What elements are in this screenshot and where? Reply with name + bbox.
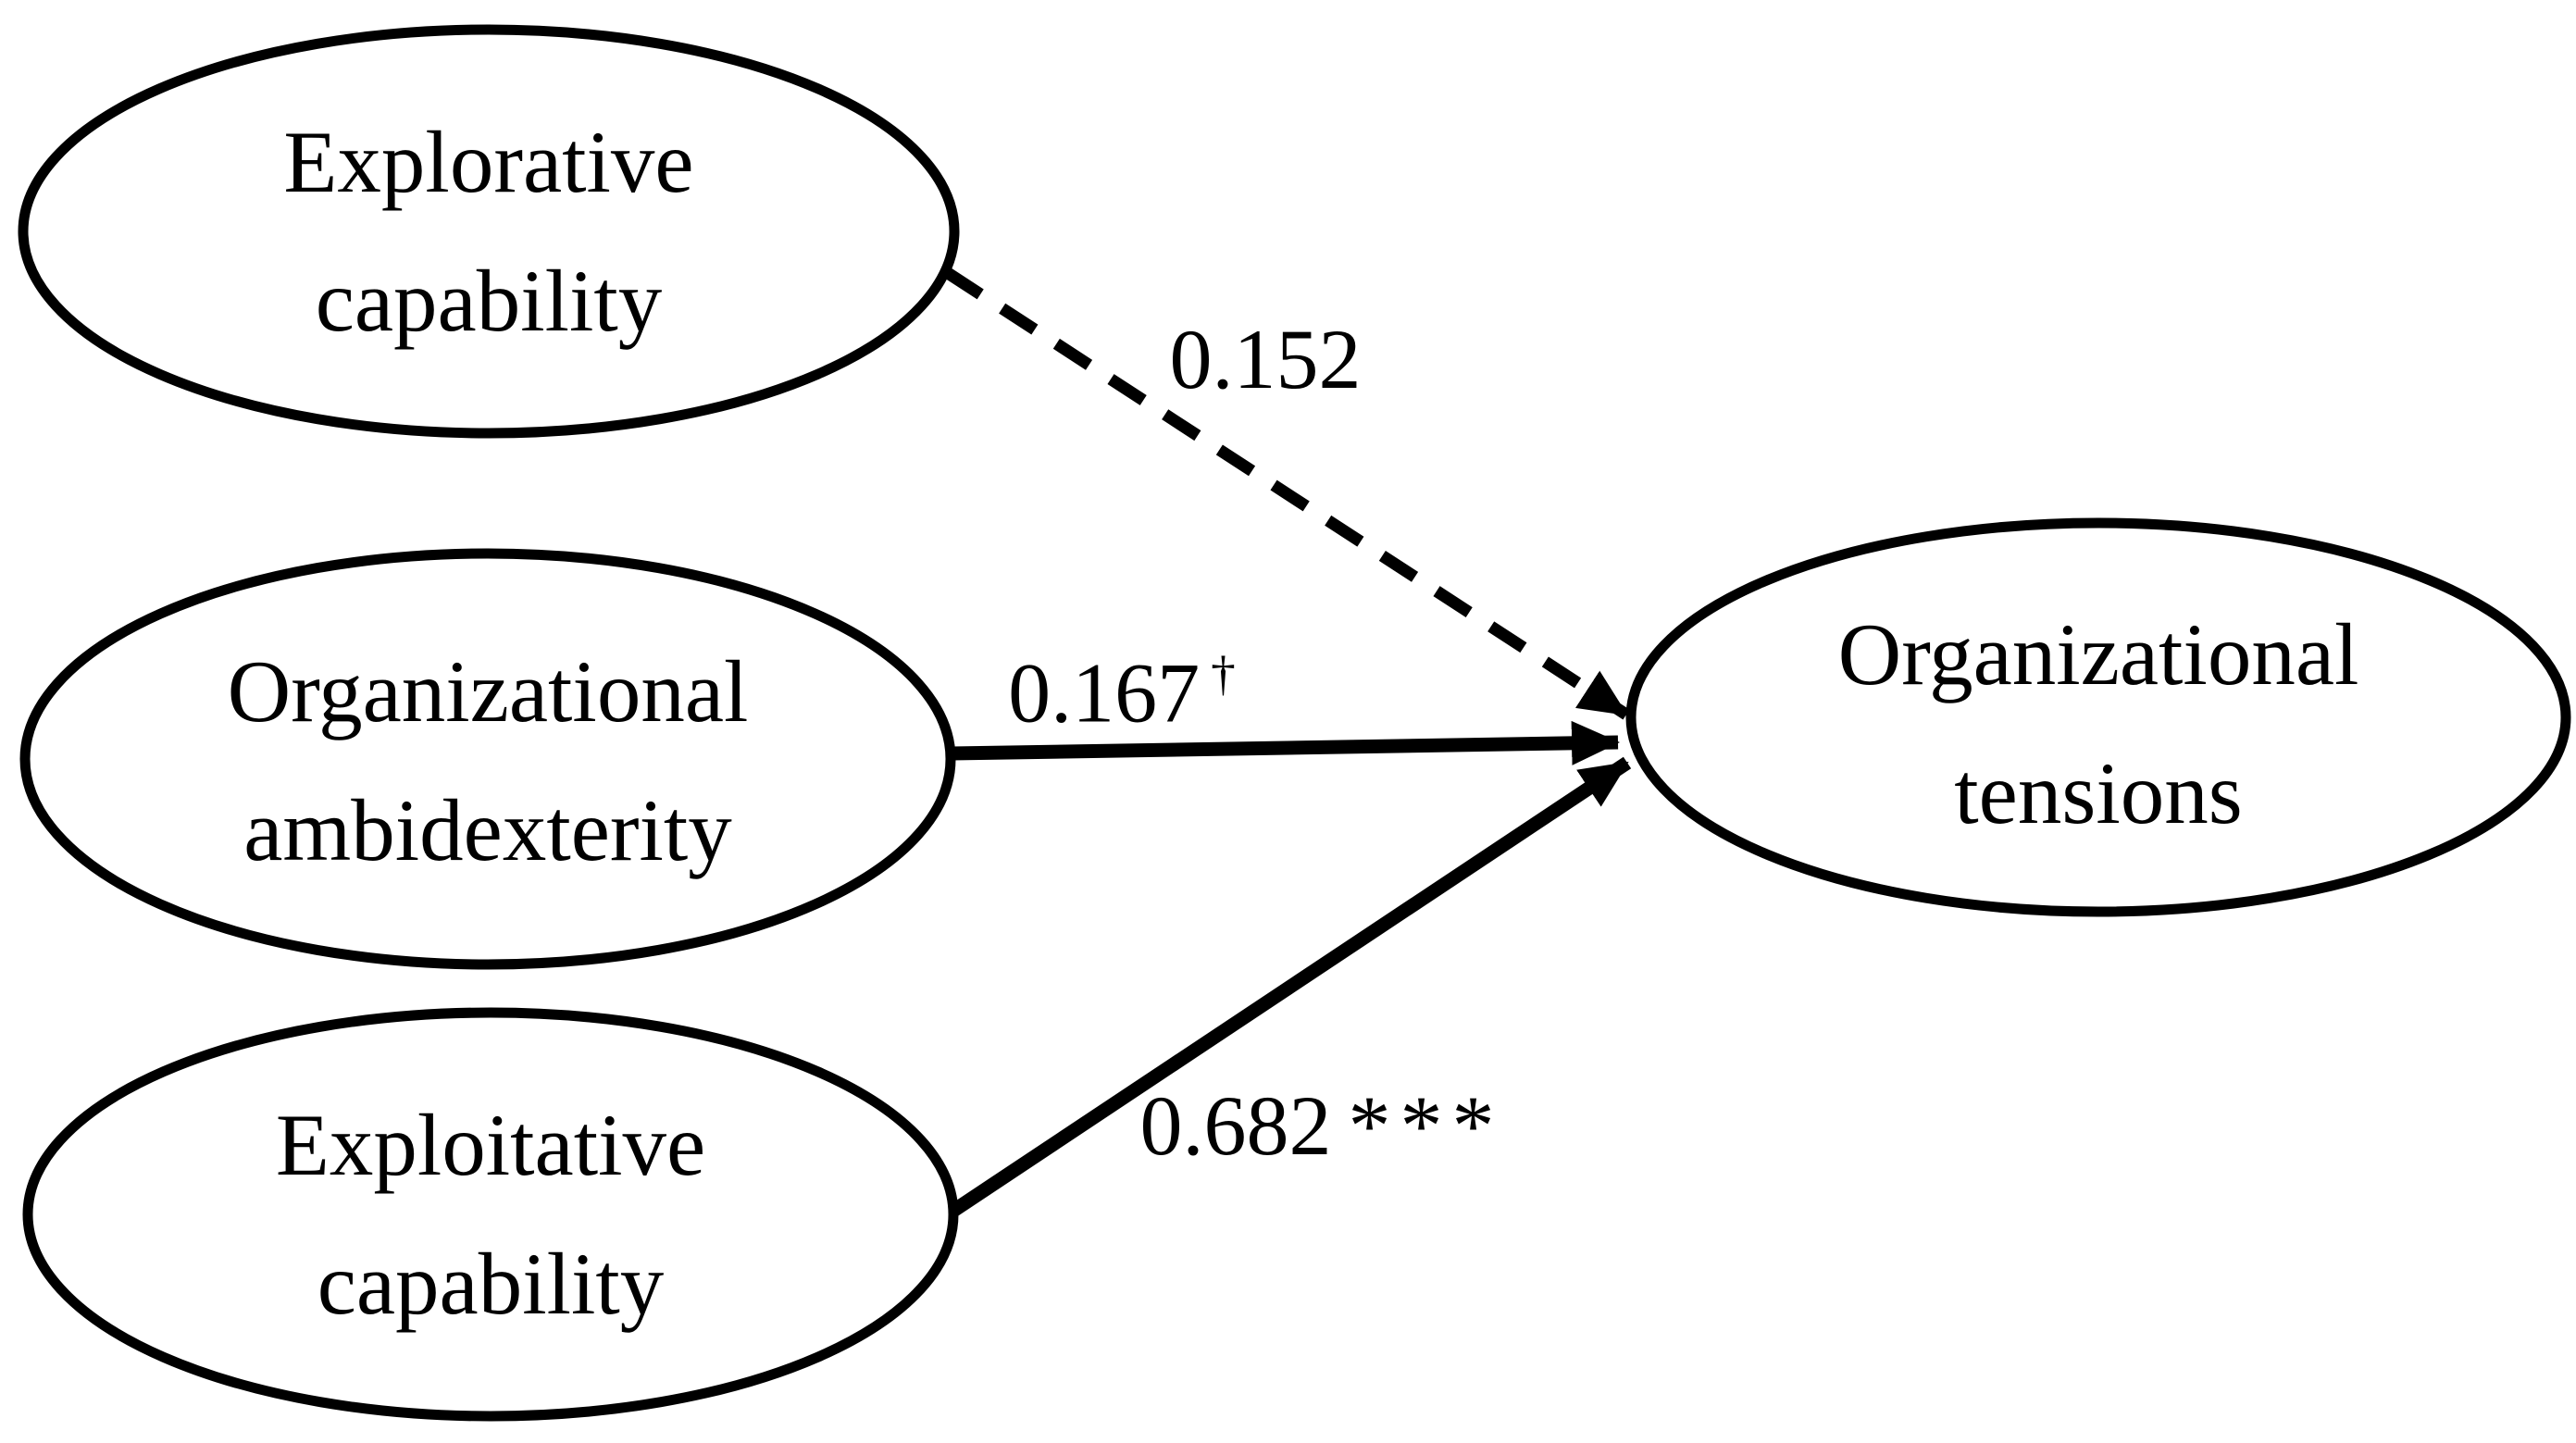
node-label-line: Explorative bbox=[283, 113, 694, 211]
significance-dagger: † bbox=[1211, 645, 1236, 702]
node-label-organizational-ambidexterity: Organizational ambidexterity bbox=[228, 622, 749, 900]
node-label-line: Exploitative bbox=[275, 1096, 706, 1194]
node-label-line: ambidexterity bbox=[243, 781, 732, 879]
node-label-explorative-capability: Explorative capability bbox=[283, 93, 693, 370]
node-label-line: Organizational bbox=[1837, 605, 2359, 703]
node-ellipse-organizational-ambidexterity bbox=[19, 548, 956, 970]
edge-label-explorative-coefficient: 0.152 bbox=[1170, 317, 1378, 402]
node-label-organizational-tensions: Organizational tensions bbox=[1838, 585, 2359, 863]
node-label-line: tensions bbox=[1954, 744, 2243, 842]
node-label-exploitative-capability: Exploitative capability bbox=[276, 1076, 705, 1353]
node-label-line: capability bbox=[315, 252, 663, 350]
significance-asterisks: *** bbox=[1348, 1078, 1504, 1173]
node-label-line: Organizational bbox=[227, 642, 749, 740]
node-ellipse-organizational-tensions bbox=[1625, 517, 2571, 917]
node-label-line: capability bbox=[317, 1235, 665, 1333]
edge-ambidexterity-to-tensions bbox=[951, 720, 1620, 765]
edge-label-ambidexterity-coefficient: 0.167† bbox=[1008, 649, 1236, 736]
edge-label-exploitative-coefficient: 0.682*** bbox=[1140, 1083, 1504, 1168]
edge-exploitative-to-tensions bbox=[938, 756, 1632, 1225]
coefficient-value: 0.682 bbox=[1139, 1078, 1332, 1173]
node-ellipse-exploitative-capability bbox=[22, 1007, 959, 1422]
edge-explorative-to-tensions bbox=[944, 267, 1630, 720]
coefficient-value: 0.167 bbox=[1008, 645, 1201, 740]
coefficient-value: 0.152 bbox=[1169, 312, 1362, 406]
node-ellipse-explorative-capability bbox=[18, 24, 960, 439]
